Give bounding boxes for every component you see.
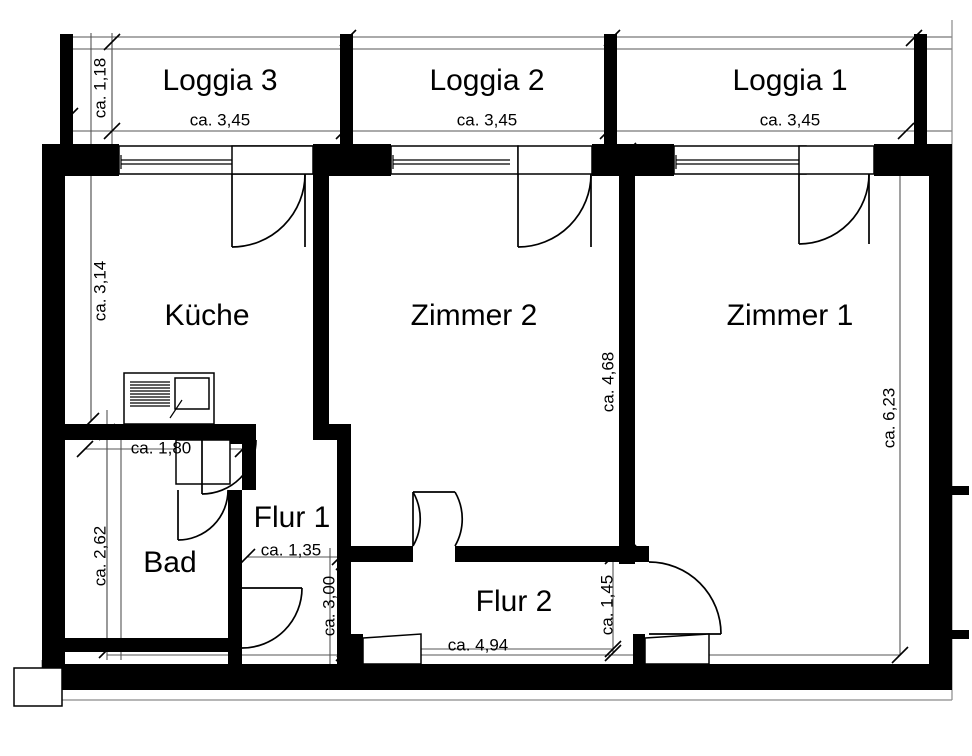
room-label-zimmer1: Zimmer 1	[727, 299, 854, 332]
bottom-openings	[351, 633, 710, 665]
door-zimmer2-flur2	[412, 491, 464, 547]
balcony-door-zimmer1	[673, 145, 875, 245]
dim-label-bad-depth: ca. 2,62	[90, 526, 109, 587]
outside-box-bottom-left	[13, 667, 63, 707]
room-label-zimmer2: Zimmer 2	[411, 299, 538, 332]
room-label-bad: Bad	[143, 546, 196, 579]
dim-label-loggia3-width: ca. 3,45	[190, 110, 251, 129]
dim-label-flur1-width: ca. 1,35	[261, 540, 322, 559]
room-label-loggia1: Loggia 1	[732, 64, 847, 97]
room-label-kueche: Küche	[164, 299, 249, 332]
room-label-flur2: Flur 2	[476, 585, 553, 618]
dim-label-flur2-depth: ca. 1,45	[597, 575, 616, 636]
door-flur1-flur2	[241, 587, 303, 649]
room-labels: Loggia 3 Loggia 2 Loggia 1 Küche Zimmer …	[143, 64, 853, 618]
dimension-labels: ca. 3,45 ca. 3,45 ca. 3,45 ca. 1,80 ca. …	[90, 58, 898, 655]
balcony-door-kueche	[118, 145, 314, 248]
room-label-loggia3: Loggia 3	[162, 64, 277, 97]
dim-label-kueche-depth: ca. 3,14	[90, 261, 109, 322]
dim-label-flur1-depth: ca. 3,00	[319, 576, 338, 637]
dim-label-kueche-width: ca. 1,80	[131, 438, 192, 457]
dim-label-loggia1-width: ca. 3,45	[760, 110, 821, 129]
dim-label-loggia2-width: ca. 3,45	[457, 110, 518, 129]
balcony-door-zimmer2	[390, 145, 593, 248]
room-label-loggia2: Loggia 2	[429, 64, 544, 97]
door-zimmer1-flur2	[648, 561, 722, 635]
dim-label-zimmer2-depth: ca. 4,68	[598, 352, 617, 413]
walls	[42, 34, 952, 690]
dim-label-loggia-depth: ca. 1,18	[90, 58, 109, 119]
door-bad	[177, 489, 229, 541]
shaft-partitions	[929, 486, 969, 639]
dim-label-flur2-width: ca. 4,94	[448, 635, 509, 654]
door-kueche-flur1	[201, 439, 257, 495]
room-label-flur1: Flur 1	[254, 501, 331, 534]
dim-label-zimmer1-depth: ca. 6,23	[879, 388, 898, 449]
kitchen-counter-fixture	[123, 372, 231, 485]
